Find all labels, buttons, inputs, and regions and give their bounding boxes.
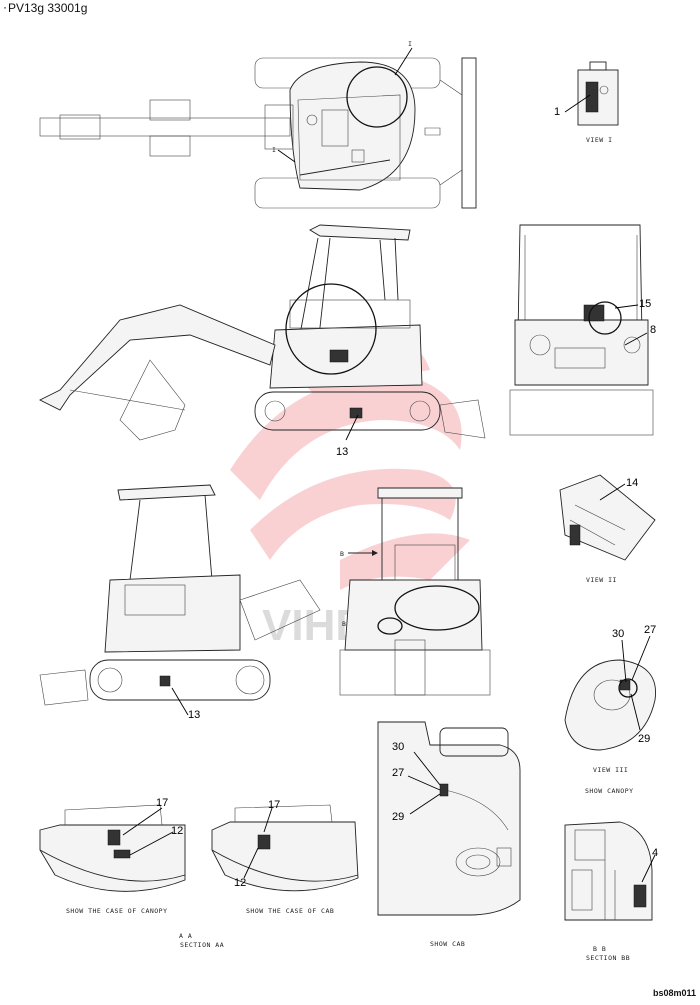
callout-17-canopy: 17 — [156, 797, 168, 809]
section-bb-letters: B B — [593, 945, 606, 953]
caption-view-iii: VIEW III — [593, 766, 628, 774]
caption-section-aa: SECTION AA — [180, 941, 224, 949]
callout-13-left: 13 — [188, 709, 200, 721]
top-view-drawing: I I — [39, 40, 477, 209]
callout-15: 15 — [639, 298, 651, 310]
section-aa-letters: A A — [179, 932, 192, 940]
cab-door-drawing — [377, 721, 521, 916]
view-iii-drawing — [564, 635, 657, 751]
callout-27-view-iii: 27 — [644, 624, 656, 636]
section-aa-cab-drawing — [211, 804, 359, 892]
caption-view-i: VIEW I — [586, 136, 612, 144]
callout-29-cab: 29 — [392, 811, 404, 823]
ref-letter-i-top: I — [408, 40, 412, 48]
section-aa-canopy-drawing — [39, 804, 186, 892]
ref-letter-b-side: B — [342, 620, 346, 628]
callout-4: 4 — [652, 847, 658, 859]
callout-30-cab: 30 — [392, 741, 404, 753]
document-id: PV13ɡ 33001ɡ — [8, 1, 88, 15]
ref-letter-b-arrow: B — [340, 550, 344, 558]
side-view-drawing — [38, 224, 486, 441]
callout-12-canopy: 12 — [171, 825, 183, 837]
caption-view-ii: VIEW II — [586, 576, 617, 584]
view-ii-drawing — [559, 474, 656, 561]
caption-show-case-cab: SHOW THE CASE OF CAB — [246, 907, 334, 915]
callout-8: 8 — [650, 324, 656, 336]
caption-show-case-canopy: SHOW THE CASE OF CANOPY — [66, 907, 168, 915]
section-bb-drawing — [564, 821, 656, 921]
caption-show-cab: SHOW CAB — [430, 940, 465, 948]
caption-show-canopy-iii: SHOW CANOPY — [585, 787, 634, 795]
callout-13-side: 13 — [336, 446, 348, 458]
caption-section-bb: SECTION BB — [586, 954, 630, 962]
rear-view-drawing — [509, 224, 654, 436]
callout-1: 1 — [554, 106, 560, 118]
front-view-drawing — [339, 487, 491, 696]
callout-30-view-iii: 30 — [612, 628, 624, 640]
header-bullet: · — [3, 0, 7, 14]
callout-14: 14 — [626, 477, 638, 489]
callout-12-cab: 12 — [234, 877, 246, 889]
left-side-view-drawing — [39, 484, 321, 716]
callout-17-cab: 17 — [268, 799, 280, 811]
view-i-drawing — [564, 61, 619, 126]
callout-27-cab: 27 — [392, 767, 404, 779]
callout-29-view-iii: 29 — [638, 733, 650, 745]
ref-letter-i-side: I — [272, 146, 276, 154]
drawing-code: bs08m011 — [652, 988, 696, 998]
